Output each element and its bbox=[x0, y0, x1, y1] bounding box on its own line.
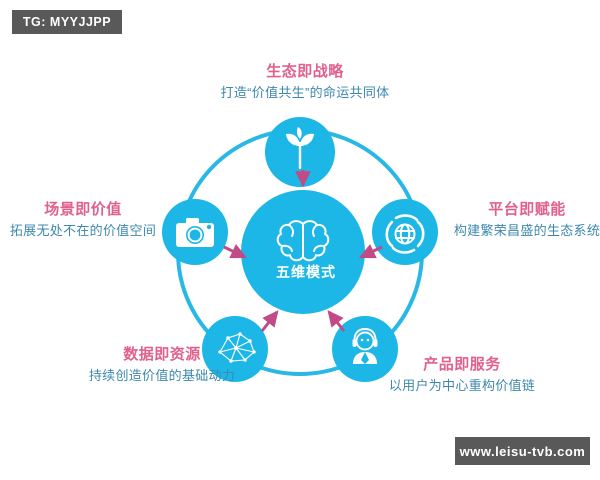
center-label: 五维模式 bbox=[276, 264, 336, 280]
headset-agent-icon bbox=[352, 328, 378, 364]
watermark-top-left: TG: MYYJJPP bbox=[12, 10, 122, 34]
node-circle-bottom-right[interactable] bbox=[332, 316, 398, 382]
node-circle-bottom-left[interactable] bbox=[202, 316, 268, 382]
arrows-inward bbox=[223, 170, 383, 332]
watermark-bottom-right: www.leisu-tvb.com bbox=[455, 437, 590, 465]
globe-network-icon bbox=[385, 214, 425, 254]
node-circle-top[interactable] bbox=[265, 117, 335, 187]
brain-icon bbox=[276, 220, 330, 262]
label-product: 产品即服务 以用户为中心重构价值链 bbox=[352, 355, 572, 395]
label-product-title: 产品即服务 bbox=[423, 356, 501, 373]
arrow-right-to-center bbox=[358, 244, 383, 259]
label-platform: 平台即赋能 构建繁荣昌盛的生态系统 bbox=[432, 200, 600, 240]
label-data: 数据即资源 持续创造价值的基础动力 bbox=[52, 345, 272, 385]
arrow-bottom-left-to-center bbox=[260, 310, 279, 332]
label-scenario-title: 场景即价值 bbox=[44, 201, 122, 218]
label-product-subtitle: 以用户为中心重构价值链 bbox=[388, 378, 536, 394]
sprout-icon bbox=[286, 127, 314, 170]
camera-icon bbox=[176, 218, 214, 247]
label-platform-subtitle: 构建繁荣昌盛的生态系统 bbox=[453, 223, 600, 239]
label-scenario-subtitle: 拓展无处不在的价值空间 bbox=[9, 223, 157, 239]
node-circle-right[interactable] bbox=[372, 199, 438, 265]
node-circle-left[interactable] bbox=[162, 199, 228, 265]
label-ecology-title: 生态即战略 bbox=[266, 63, 344, 80]
label-ecology: 生态即战略 打造“价值共生”的命运共同体 bbox=[180, 62, 430, 102]
label-ecology-subtitle: 打造“价值共生”的命运共同体 bbox=[220, 85, 390, 101]
data-mesh-icon bbox=[218, 332, 256, 363]
arrow-left-to-center bbox=[223, 244, 248, 259]
label-platform-title: 平台即赋能 bbox=[488, 201, 566, 218]
label-scenario: 场景即价值 拓展无处不在的价值空间 bbox=[0, 200, 178, 240]
center-node[interactable] bbox=[241, 190, 365, 314]
label-data-subtitle: 持续创造价值的基础动力 bbox=[88, 368, 236, 384]
arrow-bottom-right-to-center bbox=[327, 310, 346, 332]
label-data-title: 数据即资源 bbox=[123, 346, 201, 363]
